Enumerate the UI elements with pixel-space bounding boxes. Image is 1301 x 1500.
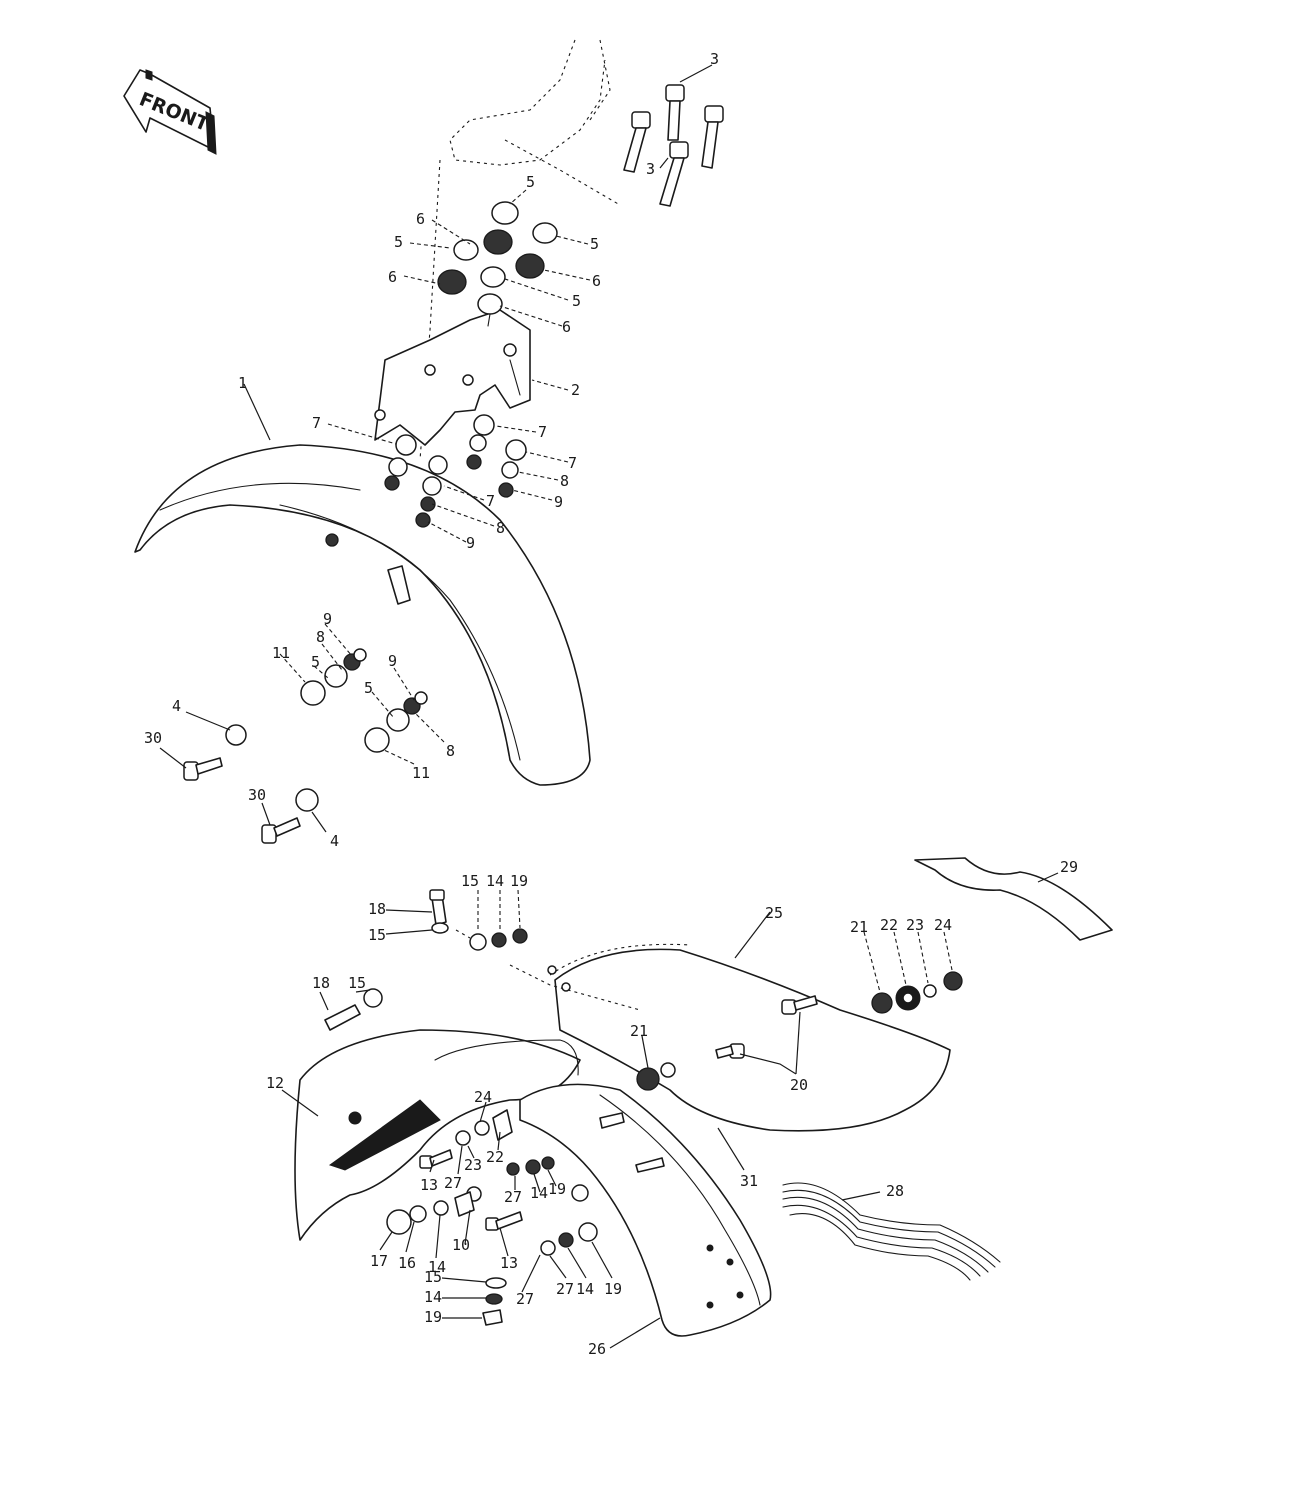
callout-6: 6	[592, 272, 601, 290]
stripe-decal-28	[782, 1182, 1001, 1281]
top-bolts	[623, 84, 724, 207]
callout-22: 22	[880, 916, 898, 934]
callout-2: 2	[571, 381, 580, 399]
callout-19: 19	[604, 1280, 622, 1298]
fender-bracket	[374, 309, 531, 446]
callout-21: 21	[850, 918, 868, 936]
rear-fender-hardware-mid	[419, 1109, 589, 1231]
callout-6: 6	[562, 318, 571, 336]
callout-15: 15	[424, 1268, 442, 1286]
callout-8: 8	[446, 742, 455, 760]
callout-12: 12	[266, 1074, 284, 1092]
callout-14: 14	[576, 1280, 594, 1298]
callout-15: 15	[348, 974, 366, 992]
bolt-3a	[665, 84, 685, 141]
rear-fender-tail	[519, 1083, 772, 1337]
callout-21: 21	[630, 1022, 648, 1040]
callout-23: 23	[464, 1156, 482, 1174]
rear-fender-front-section	[509, 943, 951, 1132]
callout-11: 11	[412, 764, 430, 782]
leader-lines	[159, 64, 1059, 1349]
callout-10: 10	[452, 1236, 470, 1254]
bolt-3c	[623, 111, 651, 173]
callout-8: 8	[496, 519, 505, 537]
callout-9: 9	[554, 493, 563, 511]
callout-17: 17	[370, 1252, 388, 1270]
callout-14: 14	[428, 1258, 446, 1276]
callout-30: 30	[144, 729, 162, 747]
callout-14: 14	[424, 1288, 442, 1306]
rear-fender-hardware-right	[871, 971, 963, 1014]
callout-18: 18	[368, 900, 386, 918]
callout-19: 19	[510, 872, 528, 890]
stripe-decal-29	[914, 857, 1113, 941]
callout-30: 30	[248, 786, 266, 804]
callout-11: 11	[272, 644, 290, 662]
callout-13: 13	[420, 1176, 438, 1194]
callout-16: 16	[398, 1254, 416, 1272]
callout-27: 27	[516, 1290, 534, 1308]
callout-27: 27	[504, 1188, 522, 1206]
callout-6: 6	[388, 268, 397, 286]
rear-fender-hardware-stack	[482, 1277, 507, 1326]
callout-26: 26	[588, 1340, 606, 1358]
callout-29: 29	[1060, 858, 1078, 876]
callout-23: 23	[906, 916, 924, 934]
callout-5: 5	[572, 292, 581, 310]
callout-6: 6	[416, 210, 425, 228]
callout-14: 14	[530, 1184, 548, 1202]
callout-3: 3	[710, 50, 719, 68]
callout-7: 7	[486, 492, 495, 510]
callout-28: 28	[886, 1182, 904, 1200]
callout-31: 31	[740, 1172, 758, 1190]
bolt-3d	[659, 141, 689, 207]
callout-24: 24	[934, 916, 952, 934]
bolt-3b	[701, 105, 724, 169]
callout-7: 7	[568, 454, 577, 472]
callout-5: 5	[526, 173, 535, 191]
callout-4: 4	[172, 697, 181, 715]
front-fender	[134, 444, 591, 786]
grommets-upper	[437, 201, 558, 327]
callout-14: 14	[486, 872, 504, 890]
callout-9: 9	[466, 534, 475, 552]
bolts-18	[324, 889, 528, 1031]
callout-5: 5	[311, 653, 320, 671]
fork-outline	[419, 39, 621, 461]
callout-9: 9	[388, 652, 397, 670]
rear-fender-hardware-lower-left	[386, 1200, 449, 1235]
callout-19: 19	[548, 1180, 566, 1198]
callout-numbers: 3 3 5 6 5 5 6 6 5 6 2 1 7 7 7 8 9 7 8 9 …	[144, 50, 1078, 1358]
callout-19: 19	[424, 1308, 442, 1326]
callout-18: 18	[312, 974, 330, 992]
fender-bolts-30	[183, 724, 319, 844]
nuts-washers-bracket	[384, 414, 527, 528]
callout-15: 15	[368, 926, 386, 944]
callout-8: 8	[316, 628, 325, 646]
callout-22: 22	[486, 1148, 504, 1166]
callout-15: 15	[461, 872, 479, 890]
callout-27: 27	[444, 1174, 462, 1192]
callout-20: 20	[790, 1076, 808, 1094]
callout-5: 5	[394, 233, 403, 251]
callout-27: 27	[556, 1280, 574, 1298]
fender-lower-hardware	[300, 648, 428, 753]
rear-fender-hardware-lower-right	[540, 1222, 598, 1256]
callout-4: 4	[330, 832, 339, 850]
rear-fender-mid-section	[294, 1029, 581, 1241]
callout-24: 24	[474, 1088, 492, 1106]
callout-5: 5	[590, 235, 599, 253]
callout-1: 1	[238, 374, 247, 392]
front-arrow-badge: FRONT	[123, 69, 217, 155]
callout-3: 3	[646, 160, 655, 178]
callout-13: 13	[500, 1254, 518, 1272]
callout-7: 7	[312, 414, 321, 432]
callout-7: 7	[538, 423, 547, 441]
callout-9: 9	[323, 610, 332, 628]
callout-8: 8	[560, 472, 569, 490]
callout-25: 25	[765, 904, 783, 922]
callout-5: 5	[364, 679, 373, 697]
